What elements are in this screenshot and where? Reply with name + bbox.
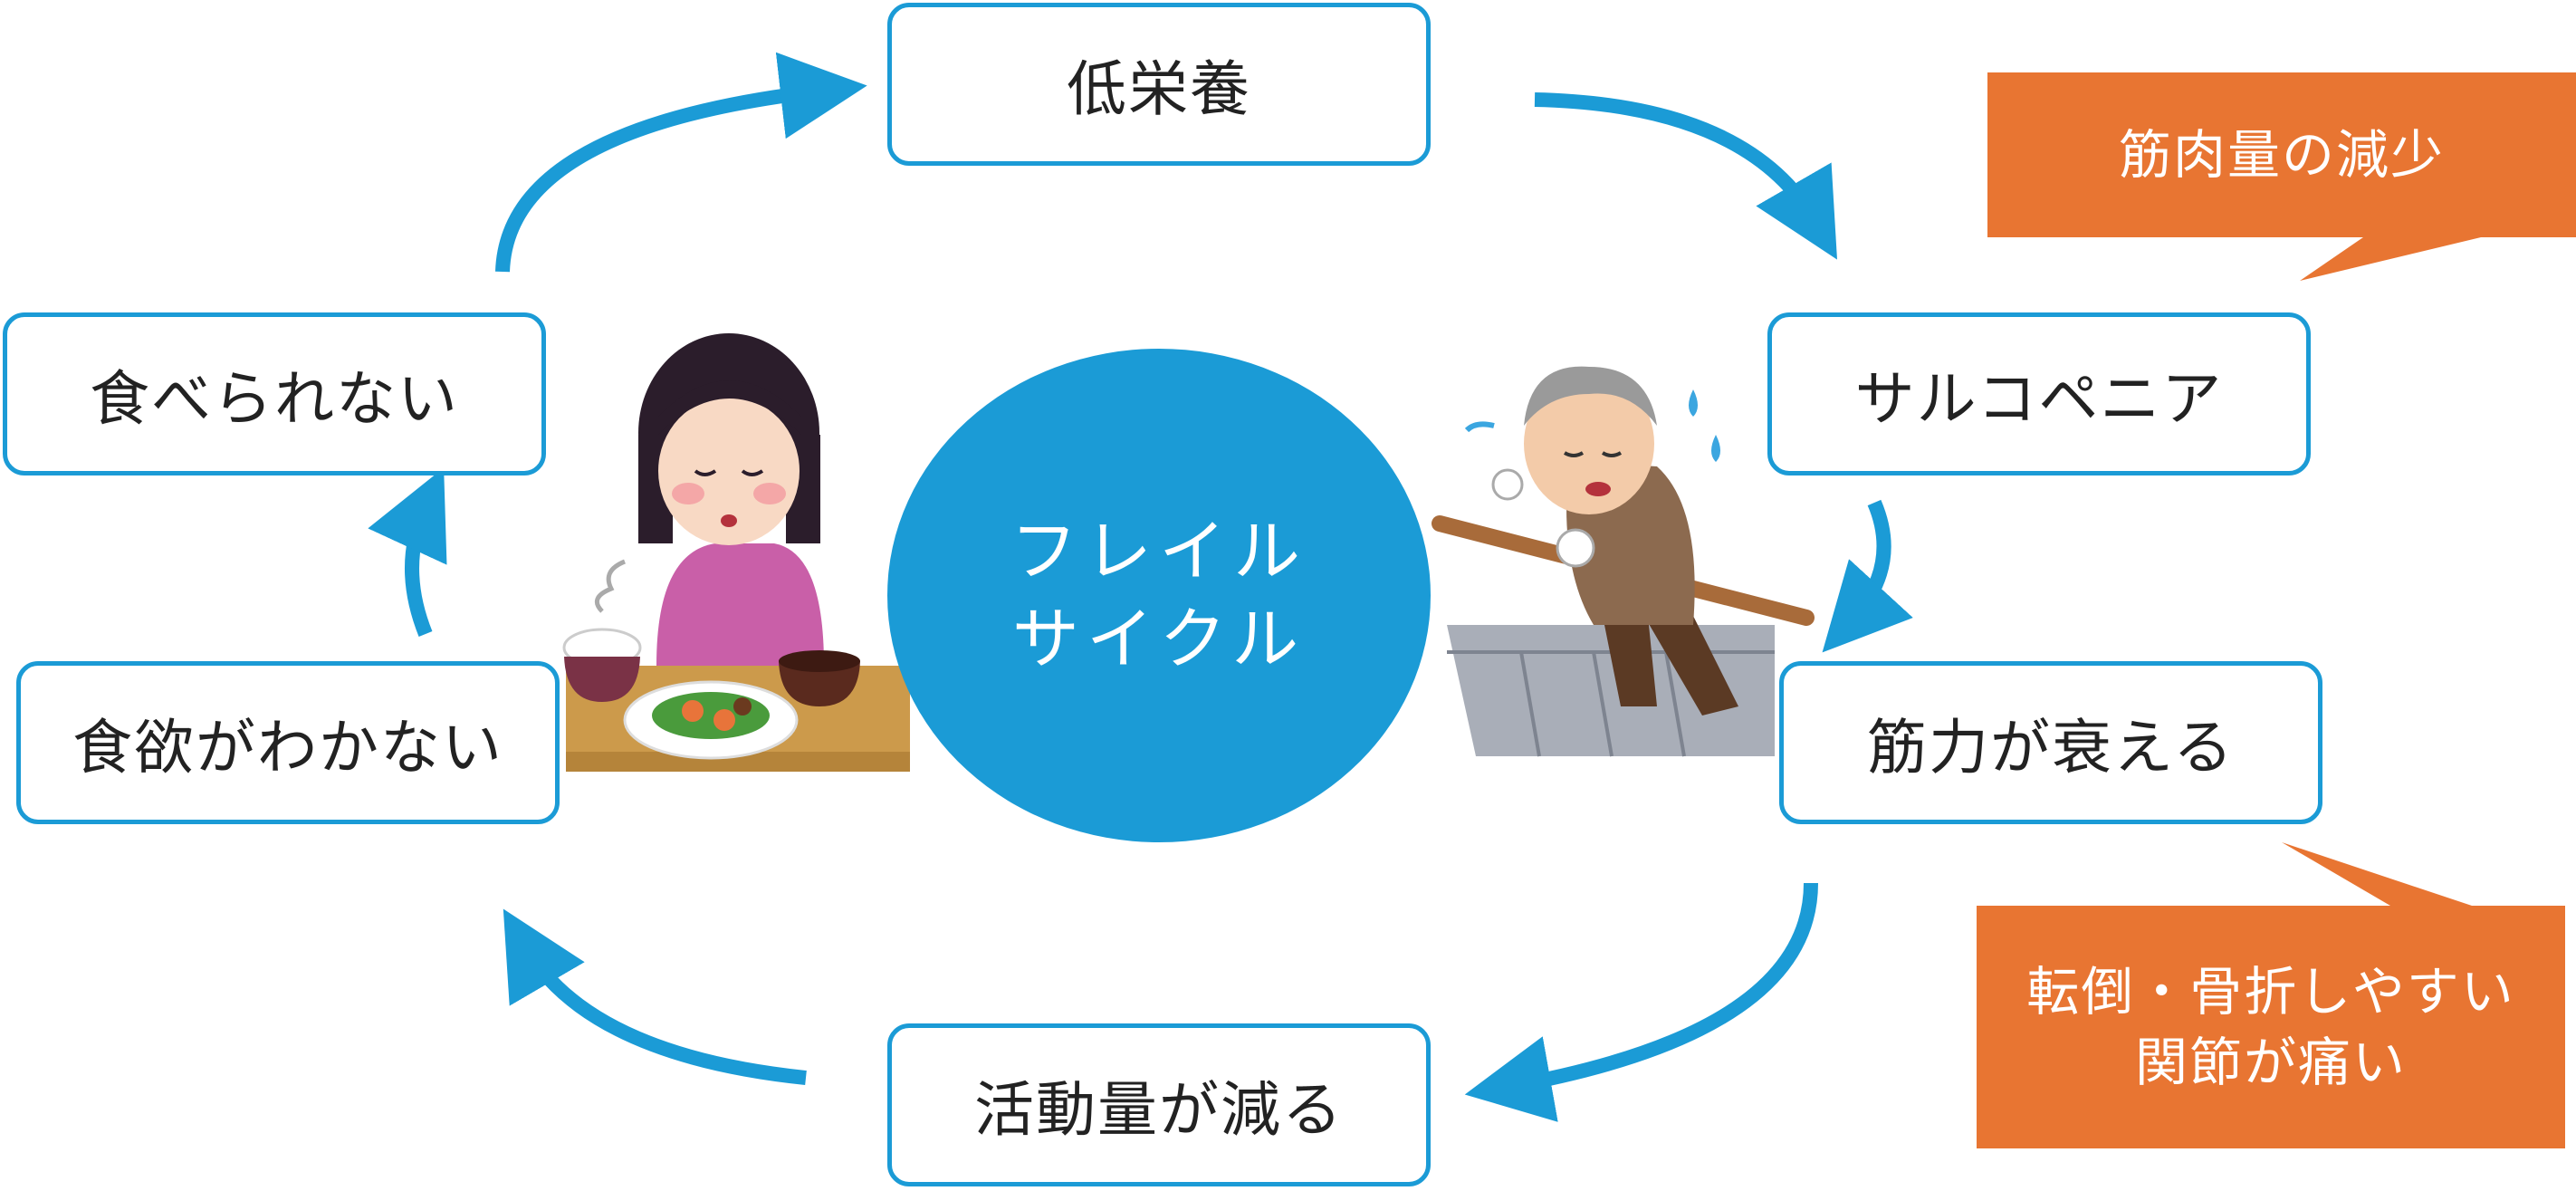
cycle-arrow-icon [1534,92,1838,260]
callout-text-line1: 転倒・骨折しやすい [2026,960,2515,1023]
node-label: サルコペニア [1854,364,2224,434]
node-label: 筋力が衰える [1866,713,2236,783]
center-label-line1: フレイル [1010,513,1307,591]
node-label: 低栄養 [1067,54,1251,124]
callout-fracture-risk: 転倒・骨折しやすい 関節が痛い [1977,906,2565,1148]
center-label-line2: サイクル [1011,600,1307,678]
callout-text: 筋肉量の減少 [2118,123,2445,186]
node-label: 活動量が減る [974,1075,1344,1145]
node-label: 食欲がわかない [72,713,503,783]
cycle-arrow-icon [1822,499,1913,653]
cycle-arrow-icon [1464,882,1818,1122]
node-muscle-weakening: 筋力が衰える [1779,661,2322,824]
node-low-nutrition: 低栄養 [887,3,1431,166]
node-cannot-eat: 食べられない [3,312,546,475]
node-no-appetite: 食欲がわかない [16,661,560,824]
node-sarcopenia: サルコペニア [1767,312,2311,475]
callout-text-line2: 関節が痛い [2134,1032,2407,1093]
node-label: 食べられない [90,364,459,434]
node-activity-decrease: 活動量が減る [887,1023,1431,1186]
cycle-arrow-icon [368,467,447,637]
frailty-cycle-center: フレイル サイクル [887,349,1431,842]
callout-muscle-mass: 筋肉量の減少 [1987,72,2576,237]
callout-tail [2282,842,2472,906]
cycle-arrow-icon [495,52,867,273]
cycle-arrow-icon [503,908,807,1085]
callout-tail [2300,237,2481,281]
